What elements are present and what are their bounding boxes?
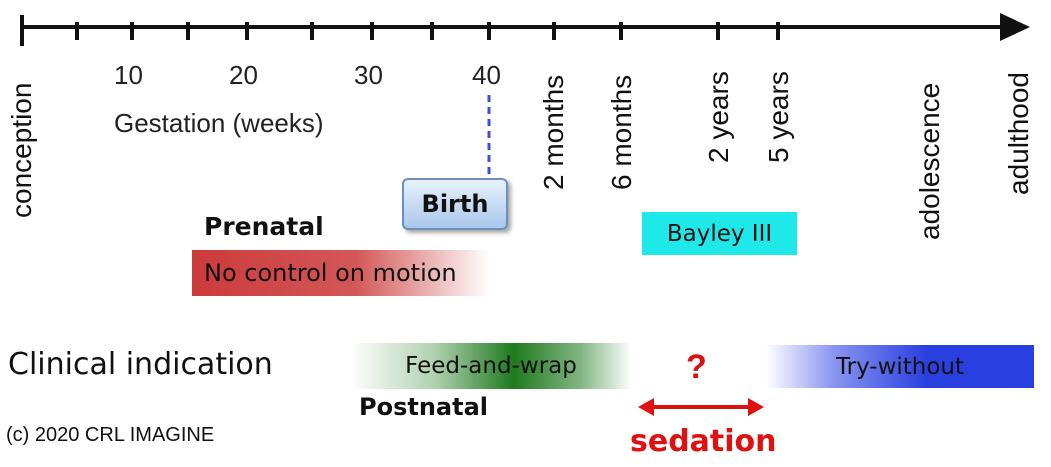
milestone-2-years: 2 years bbox=[703, 71, 734, 163]
birth-label: Birth bbox=[421, 190, 489, 218]
clinical-indication-label: Clinical indication bbox=[8, 347, 273, 382]
milestone-adolescence: adolescence bbox=[914, 82, 945, 240]
bayley-box: Bayley III bbox=[642, 212, 797, 255]
feed-and-wrap-label: Feed-and-wrap bbox=[405, 353, 577, 379]
axis-ticks bbox=[20, 15, 780, 46]
milestone-2-months: 2 months bbox=[538, 74, 569, 190]
bayley-label: Bayley III bbox=[666, 220, 773, 247]
milestone-5-years: 5 years bbox=[763, 71, 794, 163]
question-mark: ? bbox=[686, 348, 707, 386]
credit-text: (c) 2020 CRL IMAGINE bbox=[6, 424, 215, 446]
birth-box: Birth bbox=[402, 178, 508, 230]
milestone-6-months: 6 months bbox=[606, 74, 637, 190]
postnatal-label: Postnatal bbox=[359, 393, 489, 421]
axis-arrowhead bbox=[1000, 13, 1030, 41]
try-without-bar: Try-without bbox=[766, 345, 1034, 388]
tick-label-40: 40 bbox=[472, 60, 501, 90]
gestation-label: Gestation (weeks) bbox=[114, 108, 324, 138]
sedation-label: sedation bbox=[630, 424, 777, 459]
tick-label-30: 30 bbox=[354, 60, 383, 90]
prenatal-bar-label: No control on motion bbox=[204, 259, 457, 287]
milestone-conception: conception bbox=[6, 82, 37, 218]
tick-label-10: 10 bbox=[114, 60, 143, 90]
try-without-label: Try-without bbox=[835, 353, 965, 380]
prenatal-bar: No control on motion bbox=[192, 250, 490, 296]
prenatal-label: Prenatal bbox=[204, 212, 324, 241]
milestone-adulthood: adulthood bbox=[1003, 71, 1034, 195]
tick-label-20: 20 bbox=[229, 60, 258, 90]
feed-and-wrap-bar: Feed-and-wrap bbox=[350, 343, 632, 389]
sedation-double-arrow bbox=[638, 398, 764, 416]
